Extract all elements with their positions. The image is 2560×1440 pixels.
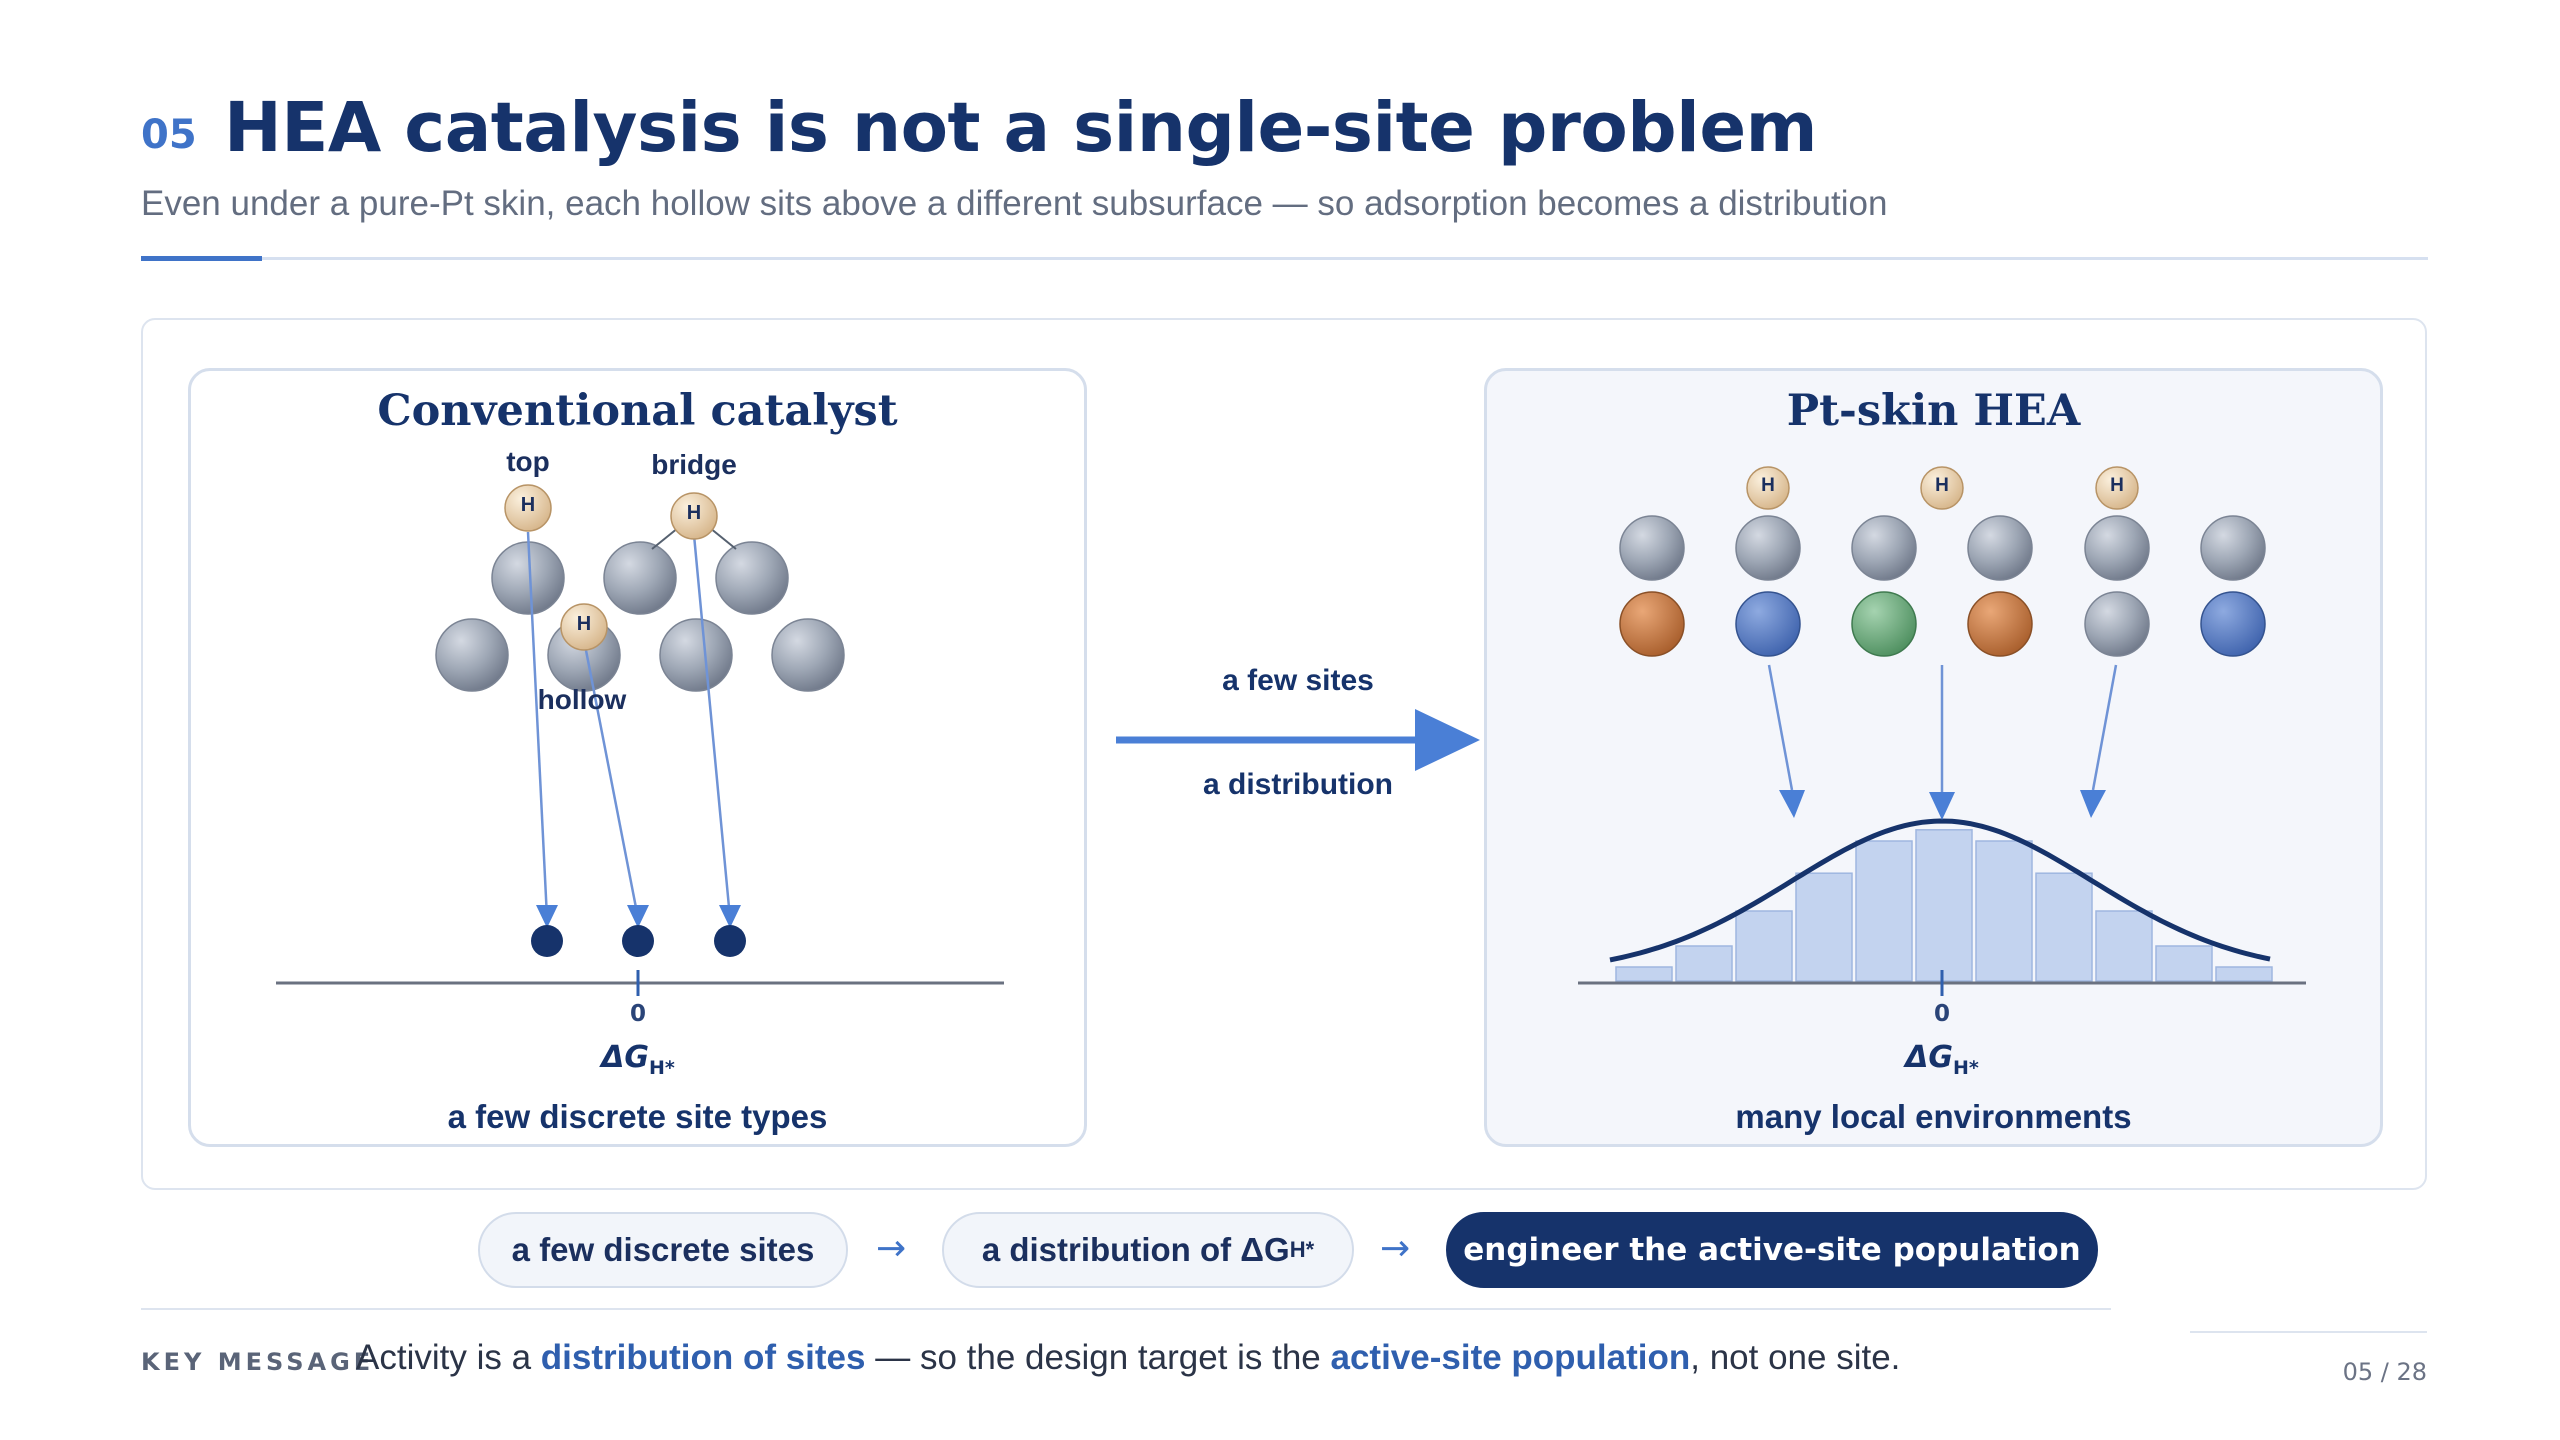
site-label-top: top xyxy=(506,446,550,477)
right-panel-title: Pt-skin HEA xyxy=(1786,386,2081,436)
key-message-tag: KEY MESSAGE xyxy=(141,1348,375,1376)
section-number: 05 xyxy=(141,112,197,158)
header-divider-accent xyxy=(141,256,262,261)
surface-atom xyxy=(659,618,733,692)
site-arrow xyxy=(1767,664,1794,791)
surface-atom xyxy=(603,541,677,615)
hydrogen-atom xyxy=(1920,466,1964,510)
pt-skin-atom xyxy=(1967,515,2033,581)
transition-arrow-head xyxy=(1415,709,1480,771)
arrow-head xyxy=(627,905,649,928)
histogram-bar xyxy=(1915,829,1973,982)
site-label-hollow: hollow xyxy=(537,684,627,715)
right-zero-label: 0 xyxy=(1933,1001,1950,1027)
histogram-bar xyxy=(1855,840,1913,982)
hydrogen-atom xyxy=(1746,466,1790,510)
hydrogen-atom-top xyxy=(504,484,552,532)
pt-skin-atom xyxy=(2200,515,2266,581)
left-site-arrows xyxy=(526,531,741,928)
histogram-bar xyxy=(1615,966,1673,982)
surface-atom xyxy=(435,618,509,692)
hydrogen-atom-bridge xyxy=(670,492,718,540)
page-subtitle: Even under a pure-Pt skin, each hollow s… xyxy=(141,184,1888,223)
flow-step-discrete-sites: a few discrete sites xyxy=(478,1212,848,1288)
right-axis-label: ΔGH* xyxy=(1905,1040,1979,1079)
left-panel-title: Conventional catalyst xyxy=(377,386,898,436)
hydrogen-symbol: H xyxy=(576,613,592,635)
pt-skin-atom xyxy=(1735,515,1801,581)
discrete-site-point xyxy=(622,925,654,957)
transition-label-bottom: a distribution xyxy=(1203,768,1393,801)
subsurface-atom-orange xyxy=(1967,591,2033,657)
hollow-site-arrow xyxy=(582,639,640,919)
arrow-head xyxy=(536,905,558,928)
subsurface-atom-grey xyxy=(2084,591,2150,657)
page-title: HEA catalysis is not a single-site probl… xyxy=(224,88,1818,168)
histogram-bar xyxy=(1975,840,2033,982)
subsurface-atom-green xyxy=(1851,591,1917,657)
left-axis-label: ΔGH* xyxy=(601,1040,675,1079)
subsurface-atom-blue xyxy=(2200,591,2266,657)
transition-label-top: a few sites xyxy=(1222,664,1374,697)
key-message-text: Activity is a distribution of sites — so… xyxy=(356,1338,1901,1377)
left-zero-label: 0 xyxy=(629,1001,646,1027)
header-divider xyxy=(141,257,2428,260)
hydrogen-atom-hollow xyxy=(560,603,608,651)
pt-skin-atom xyxy=(1851,515,1917,581)
arrow-head xyxy=(719,905,741,928)
flow-arrow-icon: → xyxy=(1380,1228,1411,1269)
hydrogen-symbol: H xyxy=(2110,475,2124,496)
arrow-head xyxy=(1779,790,1805,818)
conventional-catalyst-panel xyxy=(188,368,1087,1147)
pt-skin-atom xyxy=(1619,515,1685,581)
hydrogen-atom xyxy=(2095,466,2139,510)
distribution-curve xyxy=(1609,818,2271,963)
discrete-site-point xyxy=(531,925,563,957)
surface-atom xyxy=(715,541,789,615)
top-site-arrow xyxy=(526,531,549,919)
pt-skin-atom xyxy=(2084,515,2150,581)
hydrogen-symbol: H xyxy=(686,502,702,524)
left-atom-cluster xyxy=(435,514,845,692)
page-number: 05 / 28 xyxy=(2342,1358,2427,1386)
right-panel-caption: many local environments xyxy=(1735,1098,2132,1135)
footer-divider xyxy=(141,1308,2111,1310)
hydrogen-symbol: H xyxy=(1935,475,1949,496)
arrow-head xyxy=(2080,790,2106,818)
flow-step-engineer-population: engineer the active-site population xyxy=(1446,1212,2098,1288)
histogram-bar xyxy=(1795,872,1853,982)
adsorption-histogram xyxy=(1615,829,2273,982)
subsurface-layer xyxy=(1619,591,2266,657)
histogram-bar xyxy=(2095,910,2153,982)
discrete-site-point xyxy=(714,925,746,957)
histogram-bar xyxy=(2215,966,2273,982)
arrow-head xyxy=(1929,792,1955,820)
hydrogen-symbol: H xyxy=(520,494,536,516)
subsurface-atom-blue xyxy=(1735,591,1801,657)
left-panel-caption: a few discrete site types xyxy=(447,1098,828,1135)
surface-atom xyxy=(771,618,845,692)
site-arrow xyxy=(2091,664,2118,791)
subsurface-atom-orange xyxy=(1619,591,1685,657)
pt-skin-layer xyxy=(1619,515,2266,581)
histogram-bar xyxy=(2035,872,2093,982)
histogram-bar xyxy=(2155,945,2213,982)
flow-arrow-icon: → xyxy=(876,1228,907,1269)
histogram-bar xyxy=(1735,910,1793,982)
histogram-bar xyxy=(1675,945,1733,982)
bridge-site-arrow xyxy=(692,534,732,919)
site-label-bridge: bridge xyxy=(651,449,737,480)
hydrogen-symbol: H xyxy=(1761,475,1775,496)
page-number-divider xyxy=(2190,1331,2427,1333)
